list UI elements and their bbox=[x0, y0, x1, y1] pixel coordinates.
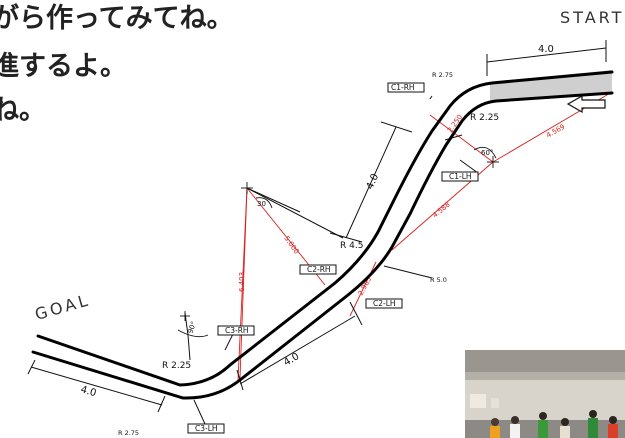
instruction-line-3: ね。 bbox=[0, 95, 46, 126]
center-marks bbox=[180, 156, 499, 321]
angle-c2: 30 bbox=[257, 200, 266, 208]
direction-arrow-icon bbox=[566, 94, 606, 114]
label-c2-rh: C2-RH bbox=[307, 265, 331, 274]
angle-c3: 90° bbox=[186, 320, 198, 334]
label-c2-lh: C2-LH bbox=[373, 299, 396, 308]
start-block bbox=[490, 70, 612, 100]
label-c1-lh: C1-LH bbox=[449, 172, 472, 181]
instruction-line-2: 進するよ。 bbox=[0, 51, 127, 82]
dim-c2-vertical: 6.403 bbox=[238, 272, 246, 292]
straight-dimensions: 4.0 4.0 4.0 4.0 bbox=[79, 44, 554, 399]
label-c3-lh: C3-LH bbox=[195, 424, 218, 433]
dim-middle-straight: 4.0 bbox=[365, 172, 382, 191]
angle-arcs bbox=[177, 146, 497, 338]
dim-long-diagonal: 4.588 bbox=[431, 201, 451, 220]
angle-c1: 60° bbox=[481, 149, 493, 157]
extension-lines bbox=[27, 40, 607, 425]
venue-photo-image bbox=[465, 350, 625, 438]
radius-labels: R 2.75 R 2.25 R 4.5 R 5.0 R 2.25 R 2.75 … bbox=[118, 71, 499, 437]
dim-lower-straight: 4.0 bbox=[282, 351, 301, 368]
radius-c1-lh: R 2.25 bbox=[470, 113, 499, 123]
radius-c3-rh: R 2.25 bbox=[162, 361, 191, 371]
radius-c3-lh: R 2.75 bbox=[118, 429, 139, 437]
red-dimension-labels: 2.250 4.569 4.588 6.403 5.000 2.985 bbox=[238, 113, 566, 297]
dim-c2-radius: 5.000 bbox=[282, 235, 300, 256]
radius-c1-rh: R 2.75 bbox=[432, 71, 453, 79]
instruction-line-1: がら作ってみてね。 bbox=[0, 3, 234, 34]
venue-photo bbox=[465, 350, 625, 438]
radius-c2-rh: R 4.5 bbox=[340, 241, 363, 251]
dim-start-straight: 4.0 bbox=[538, 44, 554, 55]
start-label: START bbox=[560, 8, 625, 27]
dim-goal-straight: 4.0 bbox=[79, 384, 97, 399]
curve-labels: C1-RH C1-LH C2-RH C2-LH C3-RH C3-LH bbox=[187, 82, 479, 434]
radius-c2-lh: R 5.0 bbox=[430, 276, 447, 284]
label-c1-rh: C1-RH bbox=[391, 83, 415, 92]
label-c3-rh: C3-RH bbox=[225, 326, 249, 335]
track bbox=[31, 70, 614, 400]
